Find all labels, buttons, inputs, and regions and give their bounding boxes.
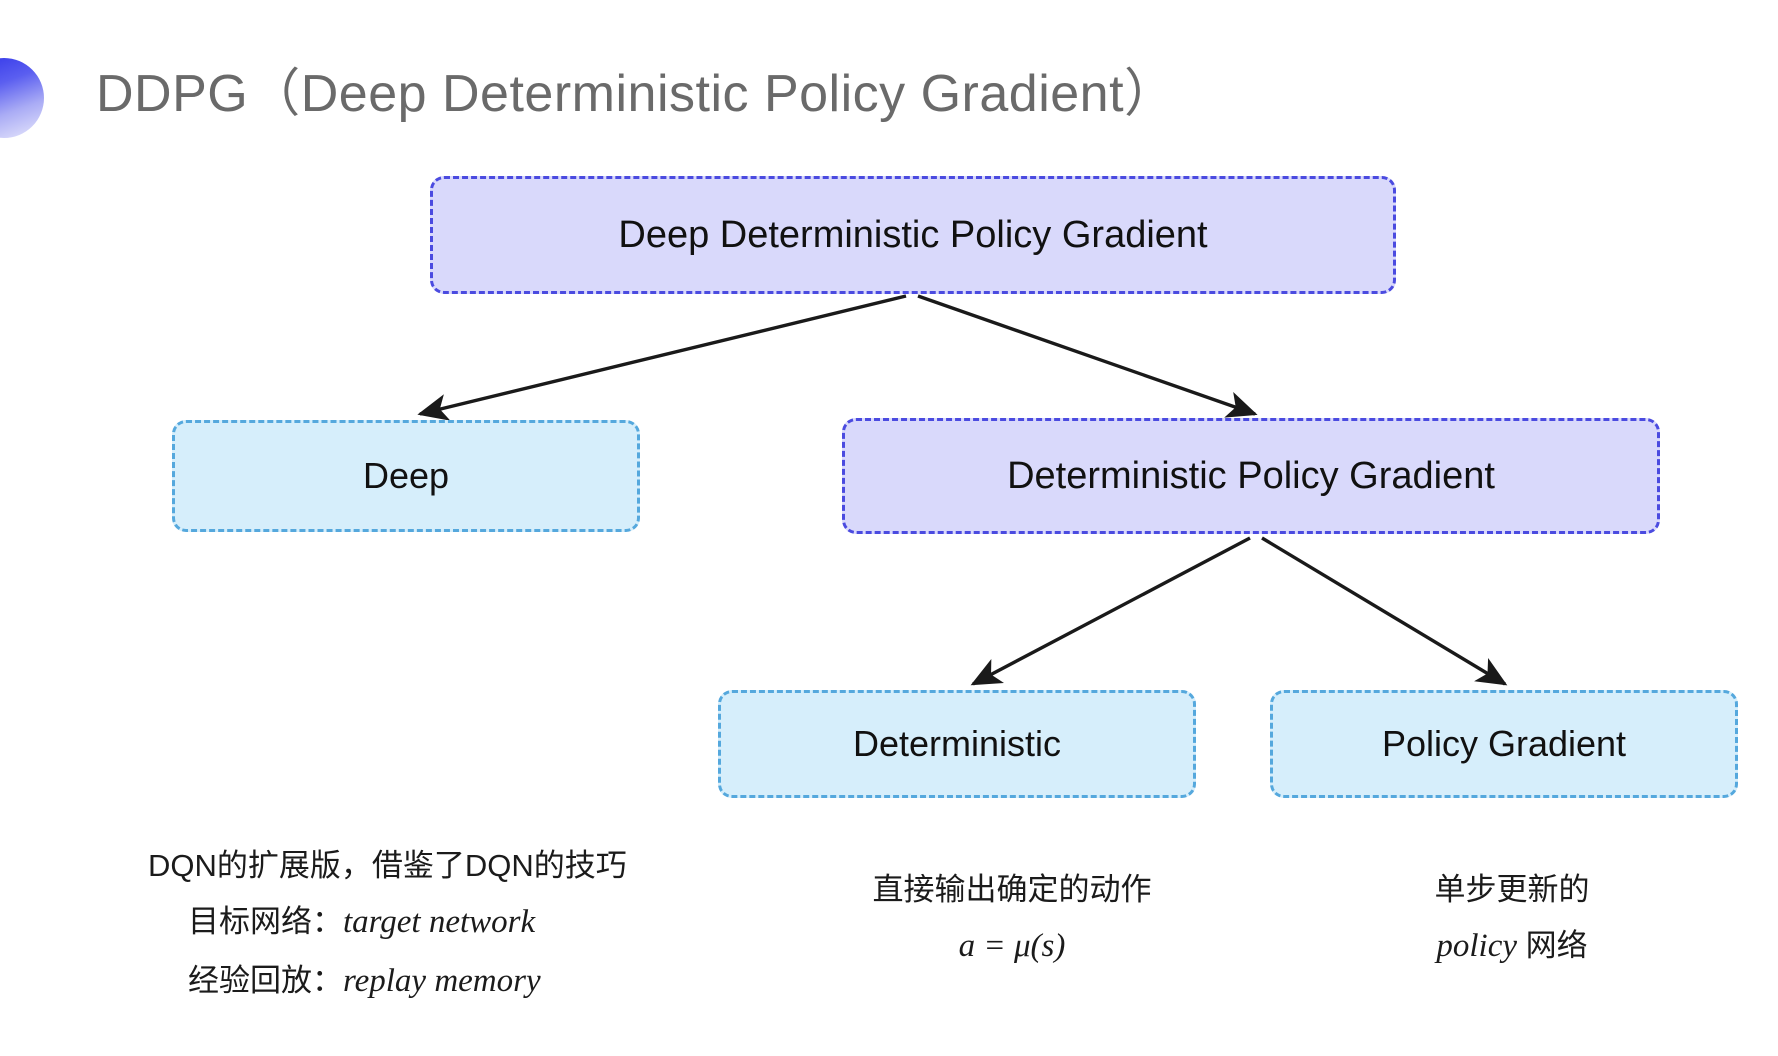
edge-dpg-deterministic — [970, 536, 1251, 686]
caption-line: 直接输出确定的动作 — [872, 872, 1152, 907]
edge-dpg-policy-gradient — [1261, 536, 1508, 686]
node-label: Policy Gradient — [1381, 723, 1627, 764]
node-deterministic-policy-gradient[interactable]: Deterministic Policy Gradient — [842, 418, 1660, 534]
node-deep-deterministic-policy-gradient[interactable]: Deep Deterministic Policy Gradient — [430, 176, 1396, 294]
node-label: Deterministic Policy Gradient — [1007, 454, 1495, 497]
caption-line: 经验回放：replay memory — [148, 952, 627, 1011]
gradient-half-circle-icon — [0, 58, 44, 138]
caption-term: replay memory — [343, 962, 541, 999]
caption-label: 目标网络： — [188, 904, 343, 940]
caption-deterministic: 直接输出确定的动作 a = μ(s) — [852, 862, 1172, 976]
caption-policy-gradient: 单步更新的 policy 网络 — [1412, 862, 1612, 976]
caption-line: DQN的扩展版，借鉴了DQN的技巧 — [148, 848, 627, 883]
caption-label: 网络 — [1517, 928, 1588, 964]
node-policy-gradient[interactable]: Policy Gradient — [1270, 690, 1738, 798]
caption-formula: a = μ(s) — [958, 928, 1066, 965]
caption-line: 单步更新的 — [1434, 872, 1590, 907]
node-deterministic[interactable]: Deterministic — [718, 690, 1196, 798]
edge-root-dpg — [917, 294, 1258, 418]
node-deep[interactable]: Deep — [172, 420, 640, 532]
caption-deep: DQN的扩展版，借鉴了DQN的技巧 目标网络：target network 经验… — [148, 838, 627, 1011]
caption-term: policy — [1436, 928, 1517, 965]
edge-root-deep — [417, 294, 907, 421]
caption-label: 经验回放： — [188, 962, 343, 998]
caption-term: target network — [343, 904, 536, 941]
caption-line: policy 网络 — [1412, 917, 1612, 976]
node-label: Deep Deterministic Policy Gradient — [618, 213, 1208, 256]
node-label: Deterministic — [852, 723, 1062, 764]
caption-line: 目标网络：target network — [148, 893, 627, 952]
page-title: DDPG（Deep Deterministic Policy Gradient） — [96, 65, 1177, 123]
node-label: Deep — [362, 455, 450, 496]
